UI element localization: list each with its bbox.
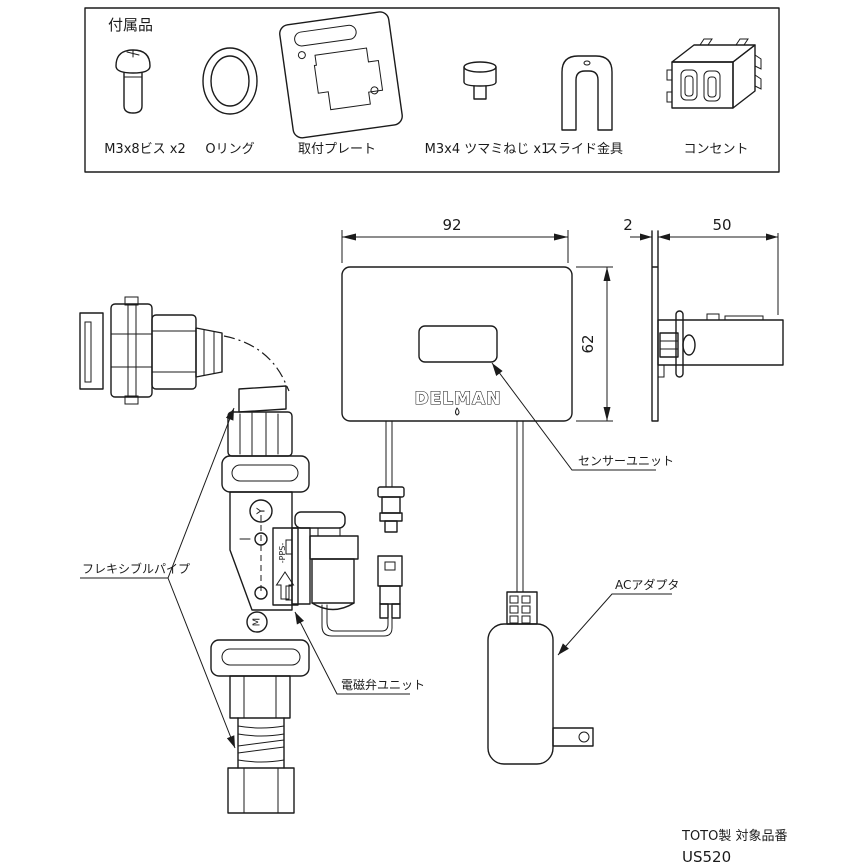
- mounting-plate-label: 取付プレート: [298, 142, 376, 157]
- callout-flexible-pipe: フレキシブルパイプ: [80, 407, 236, 749]
- sensor-unit-side-view: 2 50: [623, 216, 784, 422]
- dim-depth-value: 50: [712, 216, 731, 234]
- part-number-block: TOTO製 対象品番 US520: [681, 829, 787, 866]
- screw-label: M3x8ビス x2: [104, 142, 186, 157]
- dim-width-value: 92: [442, 216, 461, 234]
- outlet-label: コンセント: [683, 142, 748, 157]
- sensor-cable-connector: [377, 486, 405, 533]
- part-number-text: US520: [682, 848, 731, 866]
- outlet-icon: [666, 38, 762, 109]
- port-mark-y: Y: [255, 507, 268, 515]
- accessories-title: 付属品: [108, 16, 153, 34]
- solenoid-label: 電磁弁ユニット: [341, 677, 425, 692]
- solenoid-valve-unit: [285, 511, 403, 637]
- flexible-pipe-label: フレキシブルパイプ: [82, 561, 190, 576]
- material-mark: -PPS-: [278, 543, 287, 564]
- mounting-plate-icon: [279, 11, 403, 139]
- accessories-box: 付属品 M3x8ビス x2 Oリング 取付プレート: [84, 7, 780, 173]
- callout-solenoid: 電磁弁ユニット: [294, 611, 425, 695]
- callout-sensor-unit: センサーユニット: [491, 362, 674, 471]
- brand-logo: DELMAN: [415, 389, 502, 409]
- callout-ac-adapter: ACアダプタ: [557, 577, 679, 656]
- o-ring-label: Oリング: [205, 142, 254, 157]
- screw-icon: [115, 49, 151, 114]
- dimension-50: 50: [658, 216, 779, 315]
- dimension-2: 2: [623, 216, 652, 241]
- thumb-screw-label: M3x4 ツマミねじ x1: [425, 142, 550, 157]
- dim-height-value: 62: [579, 334, 597, 353]
- thumb-screw-icon: [463, 61, 497, 100]
- dimension-62: 62: [576, 266, 613, 422]
- flexible-pipe-curve: [223, 335, 290, 392]
- dimension-92: 92: [341, 216, 569, 263]
- slide-bracket-icon: [561, 55, 613, 131]
- o-ring-icon: [202, 47, 258, 115]
- sensor-unit-label: センサーユニット: [578, 454, 674, 468]
- ac-adapter-label: ACアダプタ: [615, 577, 679, 592]
- accessories-border: [84, 7, 780, 173]
- logo-drop-icon: [455, 407, 460, 416]
- sensor-unit-front-view: DELMAN: [341, 266, 573, 593]
- flow-arrow-icon: [275, 571, 295, 600]
- slide-bracket-label: スライド金具: [545, 141, 623, 157]
- valve-body: [229, 491, 293, 611]
- ac-adapter: [487, 591, 594, 765]
- dim-plate-value: 2: [623, 216, 633, 234]
- plug-blade: [552, 727, 594, 747]
- maker-text: TOTO製 対象品番: [681, 829, 787, 844]
- port-mark-m: M: [252, 618, 263, 627]
- pipe-assembly: Y -PPS- M: [79, 296, 310, 814]
